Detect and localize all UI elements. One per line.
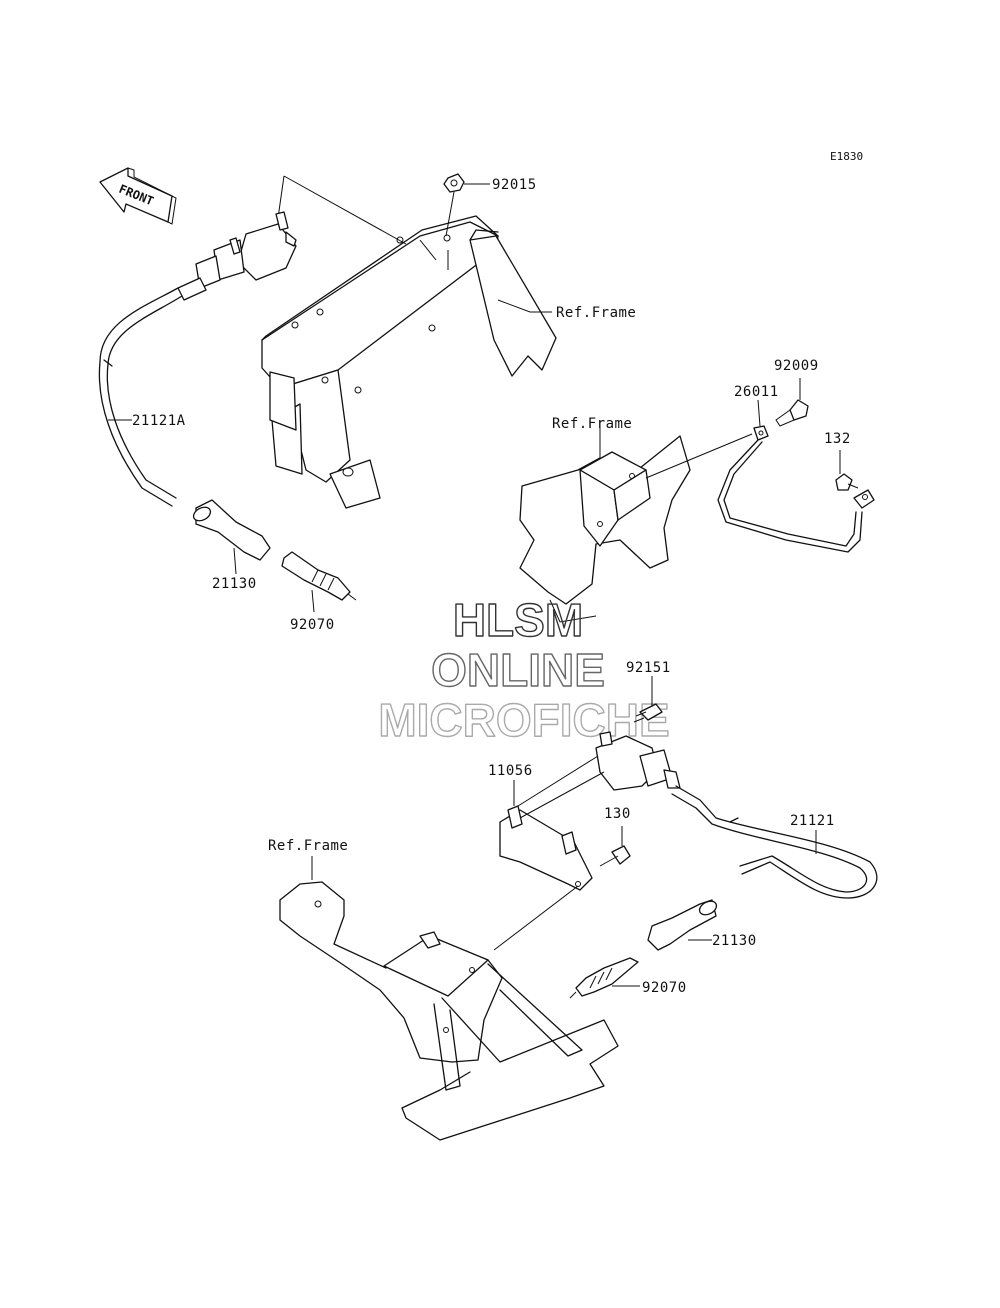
plug-cap-top	[192, 499, 271, 561]
watermark-line2: ONLINE	[431, 644, 605, 696]
label-92070-bottom: 92070	[642, 980, 687, 996]
ignition-coil-top	[177, 211, 297, 301]
top-ignition-assembly	[98, 173, 557, 613]
bolt-132	[835, 473, 859, 491]
label-130: 130	[604, 806, 631, 822]
label-21121a: 21121A	[132, 413, 186, 429]
label-92009: 92009	[774, 358, 819, 374]
label-21130-top: 21130	[212, 576, 257, 592]
label-92151: 92151	[626, 660, 671, 676]
nut-92015	[443, 173, 465, 237]
plug-cap-bottom	[647, 899, 718, 951]
front-arrow-icon: FRONT	[99, 167, 177, 225]
diagram-code: E1830	[830, 150, 863, 163]
bracket-11056	[499, 805, 593, 891]
label-ref-frame-top: Ref.Frame	[556, 305, 636, 321]
ref-frame-top	[261, 215, 557, 509]
label-ref-frame-bottom: Ref.Frame	[268, 838, 348, 854]
spark-plug-top	[281, 551, 357, 601]
bolt-92009	[775, 399, 809, 427]
label-21130-bottom: 21130	[712, 933, 757, 949]
label-132: 132	[824, 431, 851, 447]
label-21121: 21121	[790, 813, 835, 829]
watermark-line1: HLSM	[453, 594, 583, 646]
bolt-92151	[633, 703, 663, 723]
ref-frame-mid	[519, 420, 691, 623]
label-11056: 11056	[488, 763, 533, 779]
watermark: HLSM ONLINE MICROFICHE	[378, 593, 671, 746]
label-ref-frame-mid: Ref.Frame	[552, 416, 632, 432]
ref-frame-bottom	[279, 856, 619, 1141]
label-92015: 92015	[492, 177, 537, 193]
label-92070-top: 92070	[290, 617, 335, 633]
bolt-130	[599, 845, 631, 867]
middle-ground-assembly	[519, 378, 875, 623]
label-26011: 26011	[734, 384, 779, 400]
spark-plug-bottom	[569, 957, 639, 999]
bottom-ignition-assembly	[279, 676, 878, 1141]
ignition-coil-bottom	[595, 731, 681, 791]
